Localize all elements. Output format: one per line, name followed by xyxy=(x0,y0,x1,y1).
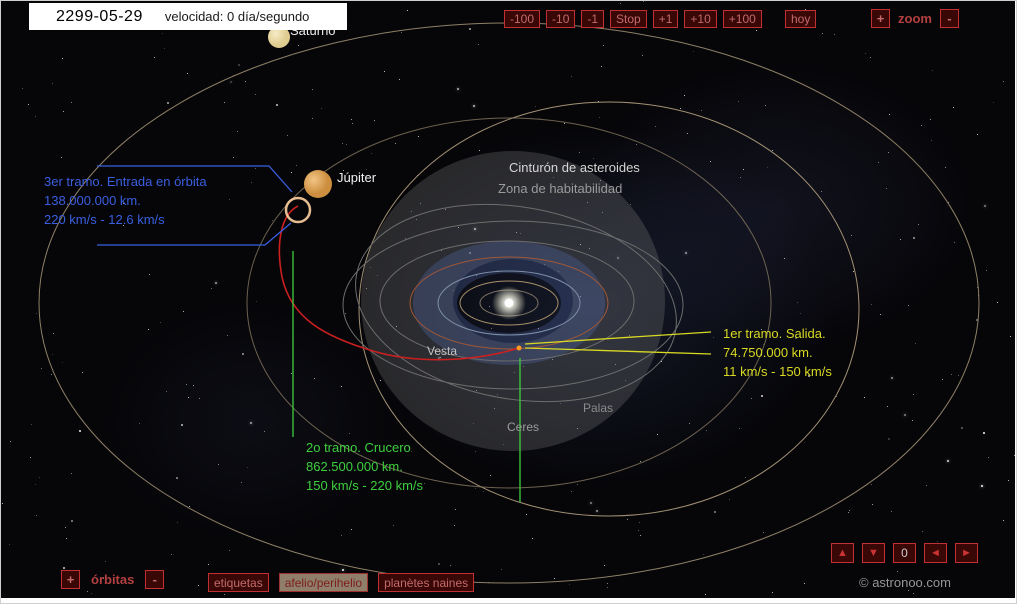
velocity-readout: velocidad: 0 día/segundo xyxy=(164,9,310,24)
pan-controls: ▲ ▼ 0 ◄ ► xyxy=(831,543,978,563)
time-minus-10-button[interactable]: -10 xyxy=(546,10,576,28)
ceres-orbit xyxy=(342,220,684,390)
aphelion-perihelion-toggle-button[interactable]: afelio/perihelio xyxy=(278,573,369,592)
zoom-controls: + zoom - xyxy=(871,9,959,28)
pan-up-button[interactable]: ▲ xyxy=(831,543,854,563)
astronoo-credit-link[interactable]: © astronoo.com xyxy=(859,575,951,590)
time-stop-button[interactable]: Stop xyxy=(610,10,647,28)
orbit-controls: + órbitas - xyxy=(61,570,165,589)
current-date: 2299-05-29 xyxy=(56,7,143,25)
planet-saturn xyxy=(268,26,290,48)
mars-orbit xyxy=(409,256,609,350)
planet-jupiter xyxy=(304,170,332,198)
labels-toggle-button[interactable]: etiquetas xyxy=(208,573,269,592)
stage1-leader-line xyxy=(524,331,712,345)
vesta-orbit xyxy=(379,240,635,362)
time-plus-1-button[interactable]: +1 xyxy=(652,10,679,28)
outer-orbit-circle xyxy=(358,101,860,517)
pan-reset-button[interactable]: 0 xyxy=(893,543,916,563)
orbit-insertion-ring xyxy=(284,196,312,224)
pan-down-button[interactable]: ▼ xyxy=(862,543,885,563)
zoom-label: zoom xyxy=(898,11,932,26)
zoom-in-button[interactable]: + xyxy=(871,9,890,28)
stage3-leader-line xyxy=(97,222,292,246)
orbits-minus-button[interactable]: - xyxy=(145,570,165,589)
orbits-plus-button[interactable]: + xyxy=(61,570,80,589)
time-plus-10-button[interactable]: +10 xyxy=(684,10,717,28)
time-minus-1-button[interactable]: -1 xyxy=(581,10,605,28)
dwarf-planets-toggle-button[interactable]: planètes naines xyxy=(378,573,475,592)
top-bar: 2299-05-29 velocidad: 0 día/segundo xyxy=(29,3,347,30)
time-step-controls: -100 -10 -1 Stop +1 +10 +100 xyxy=(504,10,762,28)
palas-orbit xyxy=(355,203,677,403)
pan-right-button[interactable]: ► xyxy=(955,543,978,563)
orbits-label: órbitas xyxy=(91,572,135,587)
jupiter-orbit xyxy=(246,117,772,489)
habitable-zone-region xyxy=(413,241,605,365)
zoom-out-button[interactable]: - xyxy=(939,9,959,28)
display-option-buttons: etiquetas afelio/perihelio planètes nain… xyxy=(208,573,475,592)
departure-point-marker xyxy=(516,345,522,351)
pan-left-button[interactable]: ◄ xyxy=(924,543,947,563)
stage1-leader-line xyxy=(524,347,712,355)
asteroid-belt-region xyxy=(361,151,665,451)
time-minus-100-button[interactable]: -100 xyxy=(504,10,541,28)
earth-orbit xyxy=(437,270,581,336)
transfer-trajectory xyxy=(278,205,520,361)
sun xyxy=(504,298,514,308)
time-plus-100-button[interactable]: +100 xyxy=(722,10,762,28)
venus-orbit xyxy=(459,280,559,326)
stage3-leader-line xyxy=(97,165,293,193)
today-button[interactable]: hoy xyxy=(785,10,817,28)
